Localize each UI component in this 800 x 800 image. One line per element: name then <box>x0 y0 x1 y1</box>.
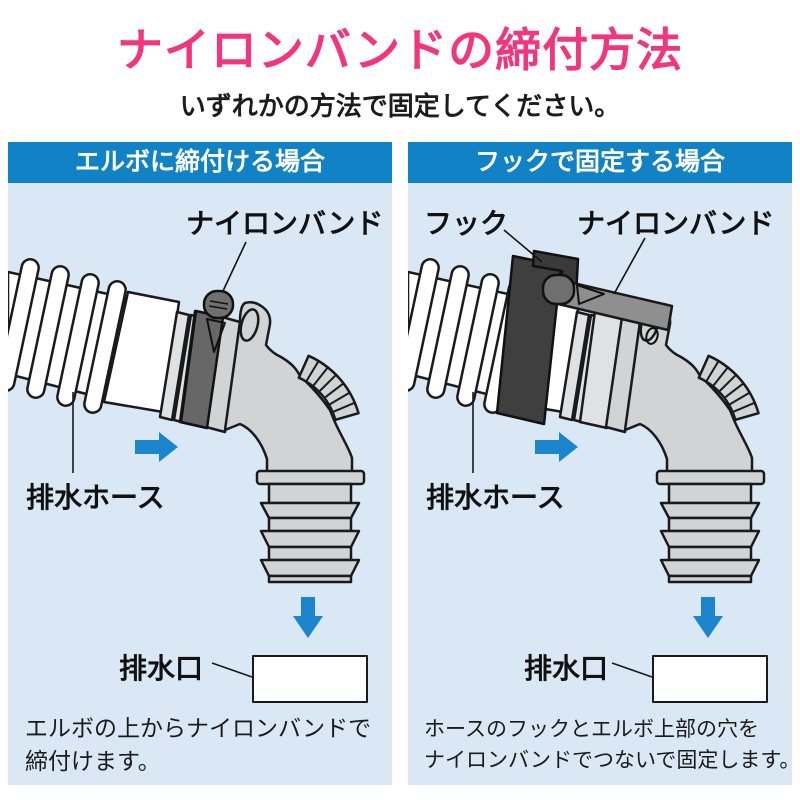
caption-left: エルボの上からナイロンバンドで 締付けます。 <box>25 712 371 778</box>
panel-right-header: フックで固定する場合 <box>408 142 792 183</box>
band-leader-line <box>222 241 247 292</box>
buckle-latch <box>206 318 226 353</box>
band-leader-line <box>613 237 646 295</box>
label-drain-outlet-right: 排水口 <box>524 653 609 684</box>
label-nylon-band-left: ナイロンバンド <box>186 208 384 239</box>
label-drain-hose-right: 排水ホース <box>426 482 565 513</box>
buckle-detail-line <box>208 305 228 310</box>
caption-right-line1: ホースのフックとエルボ上部の穴を <box>424 718 759 741</box>
nylon-band-buckle <box>202 289 235 320</box>
right-illustration <box>408 229 769 704</box>
caption-right: ホースのフックとエルボ上部の穴を ナイロンバンドでつないで固定します。 <box>424 714 800 776</box>
panel-left-header: エルボに締付ける場合 <box>8 142 392 183</box>
caption-right-line2: ナイロンバンドでつないで固定します。 <box>424 749 800 772</box>
caption-left-line2: 締付けます。 <box>25 748 161 774</box>
strap-latch <box>576 284 605 305</box>
hook-leader-line <box>503 229 543 263</box>
label-nylon-band-right: ナイロンバンド <box>577 208 775 239</box>
label-drain-hose-left: 排水ホース <box>26 482 165 513</box>
label-drain-outlet-left: 排水口 <box>119 653 204 684</box>
page-subtitle: いずれかの方法で固定してください。 <box>179 91 621 121</box>
elbow-tab-hole <box>645 327 659 345</box>
caption-left-line1: エルボの上からナイロンバンドで <box>25 715 372 741</box>
strap-buckle <box>541 273 576 306</box>
buckle-detail-line <box>209 300 229 305</box>
label-hook-right: フック <box>424 208 509 239</box>
page-title: ナイロンバンドの締付方法 <box>116 24 684 76</box>
left-illustration <box>8 241 369 704</box>
